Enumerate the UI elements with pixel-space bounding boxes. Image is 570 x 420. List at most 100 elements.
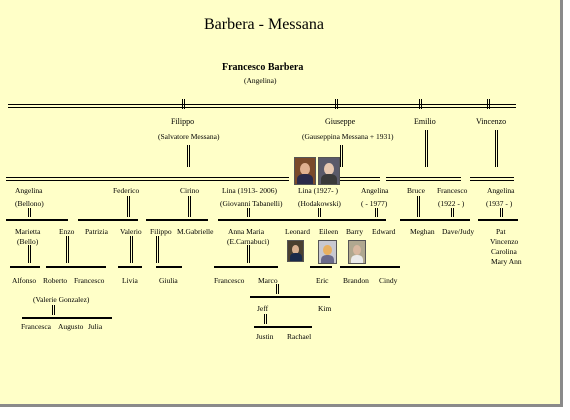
person-leonard: Leonard [285, 227, 310, 236]
person-barry: Barry [346, 227, 364, 236]
person-eric: Eric [316, 276, 329, 285]
person-marietta: Marietta [15, 227, 41, 236]
person-carolina: Carolina [491, 247, 517, 256]
connector-vertical [425, 130, 428, 167]
person-francesca: Francesca [21, 322, 51, 331]
person-francesco-c: Francesco [214, 276, 245, 285]
person-lina-1927: Lina (1927- ) [298, 186, 338, 195]
person-livia: Livia [122, 276, 138, 285]
person-angelina-1977: Angelina [361, 186, 389, 195]
portrait-leonard-photo [287, 240, 304, 262]
connector-vertical [247, 208, 250, 217]
dates-1937: (1937 - ) [486, 199, 513, 208]
generation4-connector [118, 266, 142, 268]
generation2-connector [386, 177, 461, 181]
person-roberto: Roberto [43, 276, 68, 285]
generation3-connector [6, 219, 68, 221]
person-edward: Edward [372, 227, 396, 236]
connector-vertical [264, 314, 267, 324]
person-giulia: Giulia [159, 276, 178, 285]
generation3-connector [478, 219, 518, 221]
person-cirino: Cirino [180, 186, 200, 195]
generation3-connector [276, 219, 386, 221]
person-francesco-1922: Francesco [437, 186, 468, 195]
connector-vertical [451, 208, 454, 217]
person-pat: Pat [496, 227, 506, 236]
connector-vertical [130, 236, 133, 263]
connector-vertical [500, 208, 503, 217]
connector-vertical [28, 245, 31, 263]
portrait-giuseppe-photo [294, 157, 316, 185]
generation5-connector [250, 296, 330, 298]
person-brandon: Brandon [343, 276, 369, 285]
person-marco: Marco [258, 276, 278, 285]
connector-tick [182, 99, 185, 109]
person-eileen: Eileen [319, 227, 339, 236]
person-giuseppe: Giuseppe [325, 117, 356, 126]
person-vincenzo-b: Vincenzo [490, 237, 519, 246]
connector-vertical [52, 305, 55, 315]
generation2-connector [6, 177, 289, 181]
generation3-connector [78, 219, 138, 221]
connector-vertical [156, 236, 159, 263]
person-kim: Kim [318, 304, 332, 313]
person-anna-maria: Anna Maria [228, 227, 265, 236]
person-alfonso: Alfonso [12, 276, 37, 285]
person-m-gabrielle: M.Gabrielle [177, 227, 214, 236]
generation4-connector [10, 266, 40, 268]
generation4-connector [214, 266, 278, 268]
generation3-connector [400, 219, 470, 221]
connector-tick [487, 99, 490, 109]
portrait-eileen-photo [318, 240, 337, 264]
person-bruce: Bruce [407, 186, 425, 195]
dates-1922: (1922 - ) [438, 199, 465, 208]
spouse-tabanelli: (Giovanni Tabanelli) [220, 199, 283, 208]
connector-vertical [247, 245, 250, 263]
person-emilio: Emilio [414, 117, 436, 126]
connector-tick [335, 99, 338, 109]
generation4-connector [310, 266, 332, 268]
spouse-1977: ( - 1977) [361, 199, 388, 208]
generation2-connector [340, 177, 380, 181]
generation3-connector [218, 219, 280, 221]
generation2-connector [470, 177, 514, 181]
spouse-filippo: (Salvatore Messana) [158, 132, 220, 141]
person-vincenzo: Vincenzo [476, 117, 507, 126]
generation4-connector [340, 266, 400, 268]
spouse-gonzalez: (Valerie Gonzalez) [33, 295, 90, 304]
connector-vertical [127, 196, 130, 217]
person-lina-1913: Lina (1913- 2006) [222, 186, 277, 195]
person-francesco-b: Francesco [74, 276, 105, 285]
person-angelina-1937: Angelina [487, 186, 515, 195]
generation4-connector [156, 266, 182, 268]
patriarch-spouse: (Angelina) [244, 76, 277, 85]
spouse-giuseppe: (Gauseppina Messana + 1931) [302, 132, 394, 141]
spouse-bellono: (Bellono) [15, 199, 44, 208]
person-federico: Federico [113, 186, 140, 195]
spouse-carnabuci: (E.Carnabuci) [227, 237, 270, 246]
person-cindy: Cindy [379, 276, 398, 285]
portrait-gauseppina-photo [318, 157, 340, 185]
generation3-connector [146, 219, 208, 221]
person-meghan: Meghan [410, 227, 435, 236]
portrait-barry-photo [348, 240, 366, 264]
page-title: Barbera - Messana [204, 16, 324, 33]
spouse-bello: (Bello) [17, 237, 39, 246]
person-valerio: Valerio [120, 227, 142, 236]
person-julia: Julia [88, 322, 103, 331]
connector-vertical [66, 236, 69, 263]
connector-vertical [276, 284, 279, 294]
person-enzo: Enzo [59, 227, 75, 236]
person-augusto: Augusto [58, 322, 84, 331]
person-jeff: Jeff [257, 304, 269, 313]
person-filippo-b: Filippo [150, 227, 172, 236]
person-rachael: Rachael [287, 332, 312, 341]
person-mary-ann: Mary Ann [491, 257, 522, 266]
connector-vertical [187, 145, 190, 167]
connector-vertical [188, 196, 191, 217]
connector-vertical [340, 145, 343, 167]
spouse-hodakowski: (Hodakowski) [298, 199, 341, 208]
connector-vertical [417, 196, 420, 217]
patriarch-name: Francesco Barbera [222, 62, 304, 73]
